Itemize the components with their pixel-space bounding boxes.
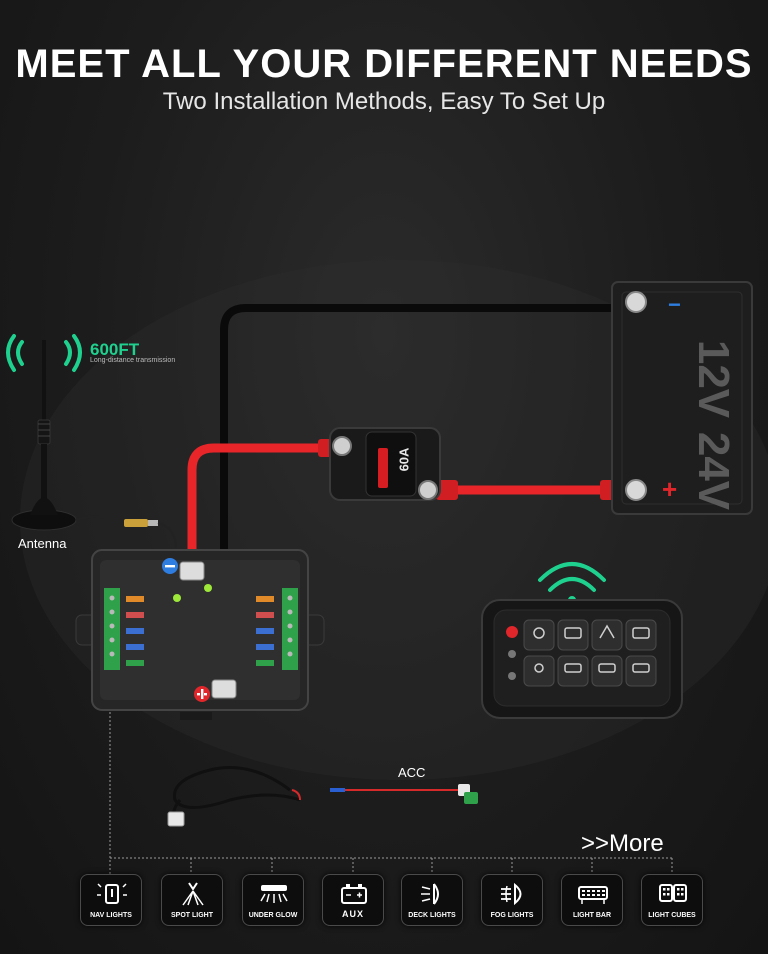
nav-lights-label: NAV LIGHTS [90, 912, 132, 919]
antenna-label: Antenna [18, 536, 67, 551]
fog-lights-button: FOG LIGHTS [481, 874, 543, 926]
spot-light-icon [182, 882, 204, 906]
nav-lights-icon [97, 883, 127, 904]
aux-button: AUX [322, 874, 384, 926]
wireless-range-caption: Long-distance transmission [90, 357, 176, 364]
light-cubes-button: LIGHT CUBES [641, 874, 703, 926]
under-glow-button: UNDER GLOW [242, 874, 304, 926]
battery-voltage-label: 12V 24V [682, 288, 746, 510]
light-bar-icon [578, 886, 608, 904]
acc-label: ACC [398, 765, 426, 780]
battery-negative-symbol: − [668, 292, 681, 317]
page-title: MEET ALL YOUR DIFFERENT NEEDS [15, 42, 753, 86]
under-glow-icon [260, 885, 288, 903]
aux-label: AUX [341, 909, 364, 919]
deck-lights-icon [421, 883, 439, 905]
deck-lights-button: DECK LIGHTS [401, 874, 463, 926]
antenna [11, 340, 177, 549]
light-bar-button: LIGHT BAR [561, 874, 623, 926]
deck-lights-label: DECK LIGHTS [408, 912, 456, 919]
light-cubes-label: LIGHT CUBES [648, 912, 696, 919]
wireless-range: 600FT [90, 340, 140, 359]
page-subtitle: Two Installation Methods, Easy To Set Up [162, 88, 606, 115]
fog-lights-icon [501, 882, 522, 906]
circuit-breaker [329, 427, 441, 501]
breaker-rating: 60A [396, 447, 412, 472]
battery [611, 281, 753, 515]
output-connection-lines [109, 712, 673, 874]
more-label: >>More [581, 830, 664, 857]
switch-panel [481, 599, 683, 719]
wiring-harness [167, 766, 478, 827]
spot-light-button: SPOT LIGHT [161, 874, 223, 926]
light-bar-label: LIGHT BAR [572, 912, 612, 919]
spot-light-label: SPOT LIGHT [171, 912, 213, 919]
battery-positive-symbol: + [662, 474, 678, 504]
battery-voltage-24v: 24V [689, 431, 738, 511]
light-cubes-icon [659, 884, 687, 902]
positive-cable-to-breaker [187, 443, 330, 575]
nav-lights-button: NAV LIGHTS [80, 874, 142, 926]
under-glow-label: UNDER GLOW [248, 912, 298, 919]
aux-icon [341, 884, 367, 904]
fog-lights-label: FOG LIGHTS [490, 912, 534, 919]
antenna-signal-icon [6, 334, 82, 372]
control-box [75, 549, 325, 720]
